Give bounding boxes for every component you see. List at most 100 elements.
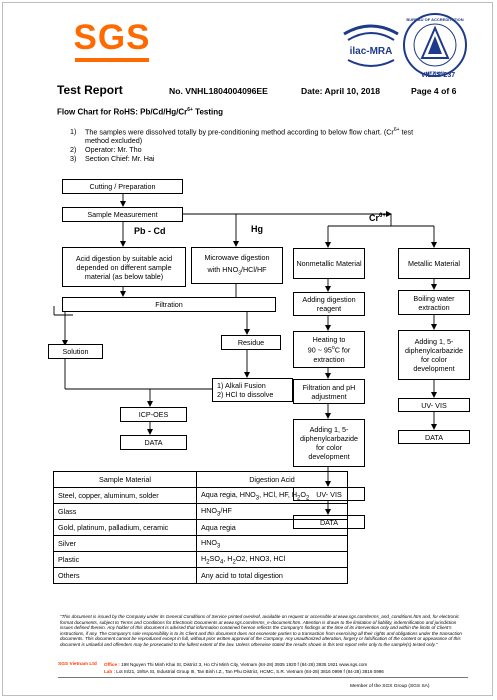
office-address: Office : 198 Nguyen Thi Minh Khai St, Di… [104, 662, 367, 667]
report-title: Test Report [57, 83, 123, 97]
acid-sub: 2 [297, 495, 301, 502]
acid-sub: 2 [206, 559, 210, 566]
material-cell: Plastic [53, 551, 197, 568]
sgs-group-member: Member of the SGS Group (SGS SA) [350, 684, 430, 689]
note-item: 3)Section Chief: Mr. Hai [70, 154, 155, 163]
sgs-logo-bar [75, 58, 149, 62]
acid-text: HNO [201, 505, 217, 515]
uv-vis-label-right: UV- VIS [421, 400, 447, 410]
acid-sub: 3 [216, 543, 221, 550]
data-box-left: DATA [120, 435, 187, 450]
solution-box: Solution [48, 344, 103, 359]
material-cell: Glass [53, 503, 197, 520]
acid-text: /HF [220, 505, 232, 515]
filtration-box: Filtration [62, 297, 276, 312]
acid-cell: Aqua regia, HNO3, HCl, HF, H2O2 [196, 487, 348, 504]
heating-label: Heating to [312, 335, 346, 345]
note-number: 1) [70, 127, 77, 137]
heating-box: Heating to 90 ~ 95oC for extraction [293, 331, 365, 368]
acid-text: Aqua regia, HNO [201, 489, 256, 499]
acid-digestion-label: Acid digestion by suitable acid depended… [75, 253, 173, 281]
uv-vis-box-right: UV- VIS [398, 398, 470, 412]
table-row: Plastic H2SO4, H2O2, HNO3, HCl [53, 551, 348, 568]
page-frame [2, 2, 493, 696]
acid-cell: Any acid to total digestion [196, 567, 348, 584]
acid-cell: HNO3 [196, 535, 348, 552]
filtration-label: Filtration [155, 300, 183, 309]
adding-dpc-label-mid: Adding 1, 5- diphenylcarbazide for color… [300, 425, 358, 461]
adding-dpc-box-right: Adding 1, 5- diphenylcarbazide for color… [398, 330, 470, 380]
table-row: Silver HNO3 [53, 535, 348, 552]
note-text-end: test [399, 127, 414, 137]
sample-measurement-label: Sample Measurement [87, 210, 158, 219]
note-text-line2: method excluded) [85, 136, 143, 146]
microwave-acid-sub: 3 [238, 270, 241, 277]
table-row: Glass HNO3/HF [53, 503, 348, 520]
microwave-acid-text: with HNO [207, 264, 239, 274]
accreditation-ring-text: BUREAU OF ACCREDITATION [406, 17, 463, 22]
acid-text: HNO [201, 537, 217, 547]
material-cell: Others [53, 567, 197, 584]
data-label-right: DATA [424, 432, 444, 442]
column-header-acid: Digestion Acid [196, 471, 348, 488]
sgs-logo-text: SGS [73, 18, 151, 57]
cr6-label: Cr6+ [369, 213, 386, 223]
filtration-ph-label: Filtration and pH adjustment [302, 382, 356, 401]
ilac-mra-logo: ilac-MRA [343, 24, 399, 67]
heating-range: 90 ~ 95 [307, 345, 332, 355]
note-text: Section Chief: Mr. Hai [85, 154, 155, 163]
ilac-mra-text: ilac-MRA [350, 46, 393, 57]
note-item: 1)The samples were dissolved totally by … [70, 126, 413, 145]
microwave-digestion-box: Microwave digestion with HNO3/HCl/HF [191, 247, 283, 284]
section-title-suffix: Testing [192, 107, 223, 117]
microwave-digestion-acids: with HNO3/HCl/HF [207, 265, 266, 278]
note-number: 2) [70, 145, 77, 154]
acid-text: H [201, 553, 207, 563]
cutting-preparation-box: Cutting / Preparation [62, 179, 183, 194]
icp-oes-label: ICP-OES [138, 410, 169, 419]
heating-extraction: extraction [313, 354, 345, 364]
acid-cell: Aqua regia [196, 519, 348, 536]
acid-text: O [300, 489, 306, 499]
adding-reagent-box: Adding digestion reagent [293, 292, 365, 316]
note-item: 2)Operator: Mr. Tho [70, 145, 142, 154]
residue-label: Residue [237, 338, 265, 347]
alkali-fusion-box: 1) Alkali Fusion 2) HCl to dissolve [212, 378, 293, 402]
acid-cell: HNO3/HF [196, 503, 348, 520]
section-title-text: Flow Chart for RoHS: Pb/Cd/Hg/Cr [57, 107, 188, 117]
column-header-material: Sample Material [53, 471, 197, 488]
acid-sub: 2 [232, 559, 236, 566]
alkali-fusion-step: 1) Alkali Fusion [217, 381, 266, 390]
material-cell: Steel, copper, aluminum, solder [53, 487, 197, 504]
acid-sub: 4 [219, 559, 224, 566]
footer-divider [58, 677, 468, 678]
company-name: SGS Vietnam Ltd [58, 662, 97, 667]
report-number: No. VNHL1804004096EE [169, 86, 268, 96]
lab-label: Lab : [104, 669, 115, 674]
boiling-extraction-label: Boiling water extraction [413, 293, 455, 312]
accreditation-country-text: VIETNAM [426, 70, 445, 75]
nonmetallic-material-box: Nonmetallic Material [293, 248, 365, 279]
office-address-text: 198 Nguyen Thi Minh Khai St, District 3,… [121, 662, 368, 667]
acid-sub: 3 [255, 495, 260, 502]
section-title: Flow Chart for RoHS: Pb/Cd/Hg/Cr6+ Testi… [57, 107, 223, 117]
boiling-extraction-box: Boiling water extraction [398, 290, 470, 315]
page-number: Page 4 of 6 [411, 86, 457, 96]
adding-dpc-label-right: Adding 1, 5- diphenylcarbazide for color… [405, 337, 463, 373]
microwave-digestion-label: Microwave digestion [204, 252, 270, 262]
table-row: Steel, copper, aluminum, solder Aqua reg… [53, 487, 348, 504]
accreditation-seal: BUREAU OF ACCREDITATION VIETNAM [403, 13, 467, 77]
cr6-label-text: Cr [369, 213, 380, 223]
report-date: Date: April 10, 2018 [301, 86, 380, 96]
metallic-material-box: Metallic Material [398, 248, 470, 279]
heating-unit: C for [334, 345, 351, 355]
heating-temperature: 90 ~ 95oC for [308, 344, 351, 354]
degree-sup: o [331, 345, 335, 352]
cutting-preparation-label: Cutting / Preparation [89, 182, 156, 191]
metallic-material-label: Metallic Material [408, 259, 460, 268]
table-row: Gold, platinum, palladium, ceramic Aqua … [53, 519, 348, 536]
adding-reagent-label: Adding digestion reagent [302, 295, 356, 313]
lab-address: Lab : Lot III/21, 19/5A St, Industrial G… [104, 669, 384, 674]
acid-cell: H2SO4, H2O2, HNO3, HCl [196, 551, 348, 568]
